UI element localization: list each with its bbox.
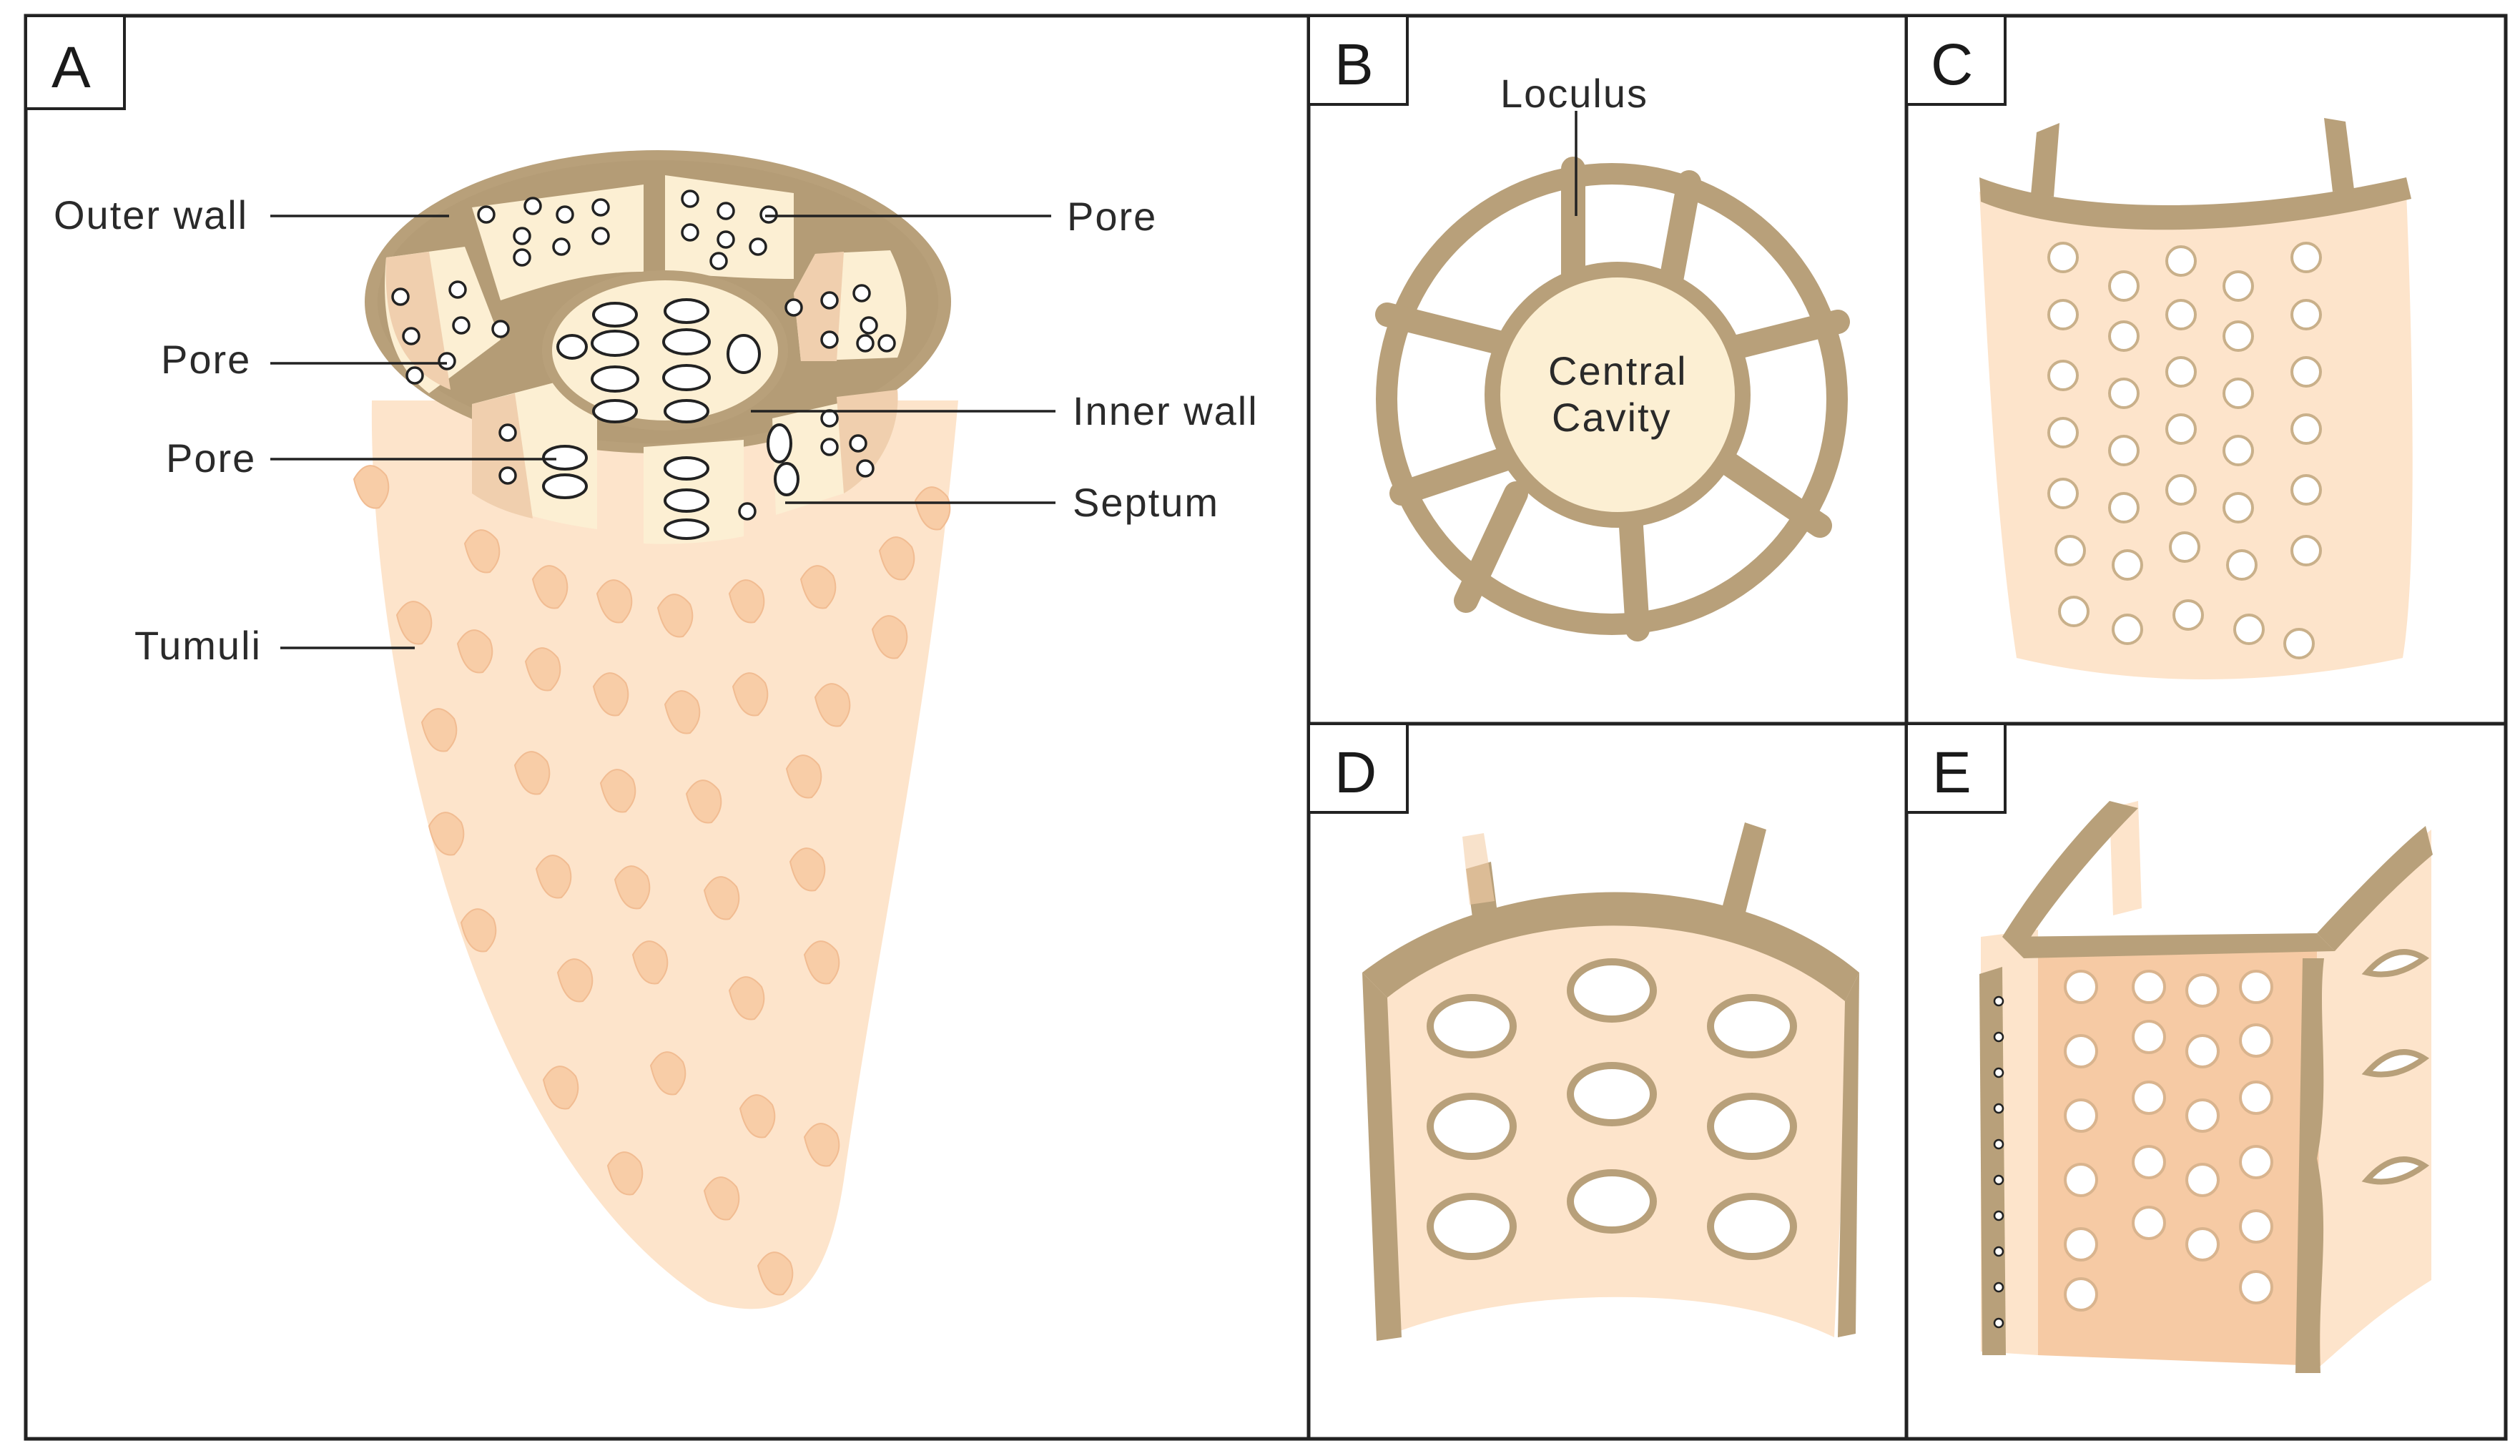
panel-c-letter: C [1931,32,1973,97]
panel-d-tab: D [1307,722,1409,814]
panel-e-letter: E [1932,740,1972,805]
panel-a-tab: A [24,14,126,110]
panel-b-cross-section: Loculus Central Cavity [1375,71,1850,641]
panel-a-letter: A [51,35,91,100]
side-pores-e [2361,949,2430,1185]
panel-d-letter: D [1334,740,1377,805]
label-inner-wall: Inner wall [1073,388,1259,433]
tumuli-bumps [353,465,951,1296]
cross-section [365,150,951,544]
panel-e-frame [1904,722,2508,1441]
label-pore-left-upper: Pore [161,337,251,382]
pore-grid-c [2047,242,2322,659]
panel-d-wall [1362,822,1859,1341]
label-central-line1: Central [1548,348,1688,393]
edge-pores-e [1993,995,2004,1329]
label-pore-top-right: Pore [1067,194,1157,239]
panel-c-wall [1979,118,2413,679]
panel-c-tab: C [1905,14,2007,106]
pore-grid-e [2064,970,2273,1312]
label-pore-left-lower: Pore [166,436,256,481]
panel-e-wall [1979,801,2433,1373]
spine-body [371,400,958,1309]
pore-grid-d [1427,958,1797,1260]
label-outer-wall: Outer wall [54,192,248,237]
central-cavity-b [1485,262,1751,528]
panel-b-tab: B [1307,14,1409,106]
panel-a-spine-drawing: Outer wall Pore Pore Pore Inner wall Sep… [54,150,1259,1309]
label-septum: Septum [1073,480,1219,525]
label-central-line2: Cavity [1552,395,1672,440]
label-loculus: Loculus [1500,71,1648,116]
label-tumuli: Tumuli [134,623,262,668]
panel-b-letter: B [1334,32,1374,97]
panel-e-tab: E [1905,722,2007,814]
